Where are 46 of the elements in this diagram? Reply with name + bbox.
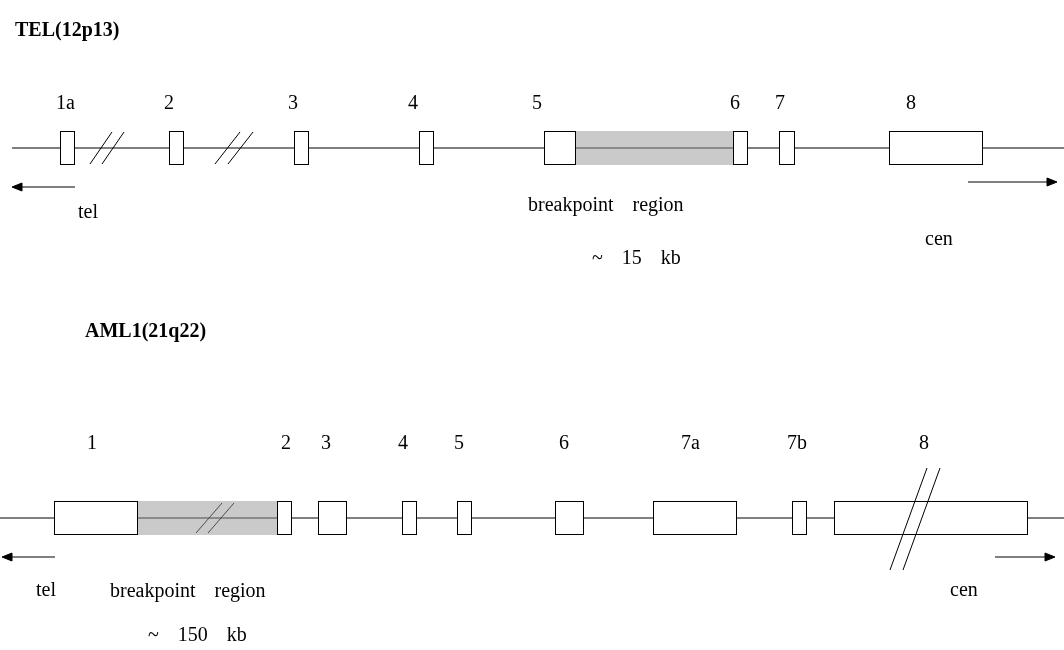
breakpoint-region-bar <box>138 501 277 535</box>
direction-label: cen <box>925 226 953 250</box>
exon-box <box>419 131 434 165</box>
gene-heading: AML1(21q22) <box>85 318 207 342</box>
exon-box <box>779 131 795 165</box>
exon-box <box>294 131 309 165</box>
region-label: ~ 15 kb <box>592 245 681 269</box>
region-label: ~ 150 kb <box>148 622 247 646</box>
exon-number: 2 <box>164 90 174 114</box>
direction-label: cen <box>950 577 978 601</box>
exon-box <box>555 501 584 535</box>
exon-box <box>889 131 983 165</box>
exon-box <box>402 501 417 535</box>
direction-label: tel <box>36 577 56 601</box>
exon-box <box>457 501 472 535</box>
exon-number: 6 <box>559 430 569 454</box>
breakpoint-region-bar <box>576 131 733 165</box>
direction-label: tel <box>78 199 98 223</box>
exon-number: 6 <box>730 90 740 114</box>
exon-box <box>733 131 748 165</box>
exon-number: 7a <box>681 430 700 454</box>
region-label: breakpoint region <box>110 578 266 602</box>
exon-number: 5 <box>454 430 464 454</box>
exon-number: 2 <box>281 430 291 454</box>
exon-box <box>318 501 347 535</box>
exon-box <box>544 131 576 165</box>
exon-box <box>653 501 737 535</box>
exon-number: 5 <box>532 90 542 114</box>
gene-heading: TEL(12p13) <box>15 17 120 41</box>
exon-number: 8 <box>906 90 916 114</box>
exon-box <box>792 501 807 535</box>
exon-number: 4 <box>398 430 408 454</box>
exon-box <box>54 501 138 535</box>
exon-number: 7b <box>787 430 807 454</box>
exon-number: 3 <box>288 90 298 114</box>
exon-box <box>169 131 184 165</box>
region-label: breakpoint region <box>528 192 684 216</box>
exon-number: 7 <box>775 90 785 114</box>
exon-number: 4 <box>408 90 418 114</box>
exon-number: 1 <box>87 430 97 454</box>
exon-box <box>277 501 292 535</box>
exon-number: 3 <box>321 430 331 454</box>
exon-box <box>834 501 1028 535</box>
exon-number: 8 <box>919 430 929 454</box>
exon-box <box>60 131 75 165</box>
exon-number: 1a <box>56 90 75 114</box>
